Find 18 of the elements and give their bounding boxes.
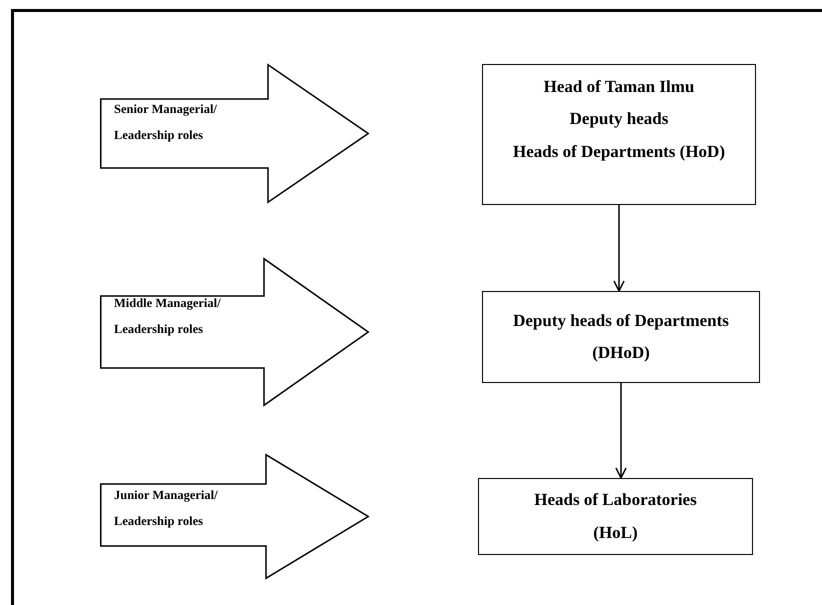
role-title: Heads of Departments (HoD): [513, 142, 725, 162]
role-level-label: Junior Managerial/ Leadership roles: [114, 487, 219, 530]
block-arrow: [100, 454, 369, 579]
role-box: [478, 478, 753, 555]
block-arrow: [100, 258, 369, 406]
role-title: (HoL): [593, 522, 638, 543]
role-title: Deputy heads: [570, 109, 668, 130]
role-title: (DHoD): [592, 343, 650, 364]
role-level-label: Senior Managerial/ Leadership roles: [114, 101, 218, 144]
role-title: Head of Taman Ilmu: [544, 77, 694, 98]
role-box: [482, 64, 756, 205]
role-box: [482, 291, 760, 383]
role-level-label: Middle Managerial/ Leadership roles: [114, 295, 222, 338]
arrow: [613, 205, 625, 292]
arrow: [615, 383, 627, 479]
role-title: Heads of Laboratories: [534, 490, 697, 510]
block-arrow: [100, 64, 369, 203]
role-title: Deputy heads of Departments: [513, 310, 729, 331]
